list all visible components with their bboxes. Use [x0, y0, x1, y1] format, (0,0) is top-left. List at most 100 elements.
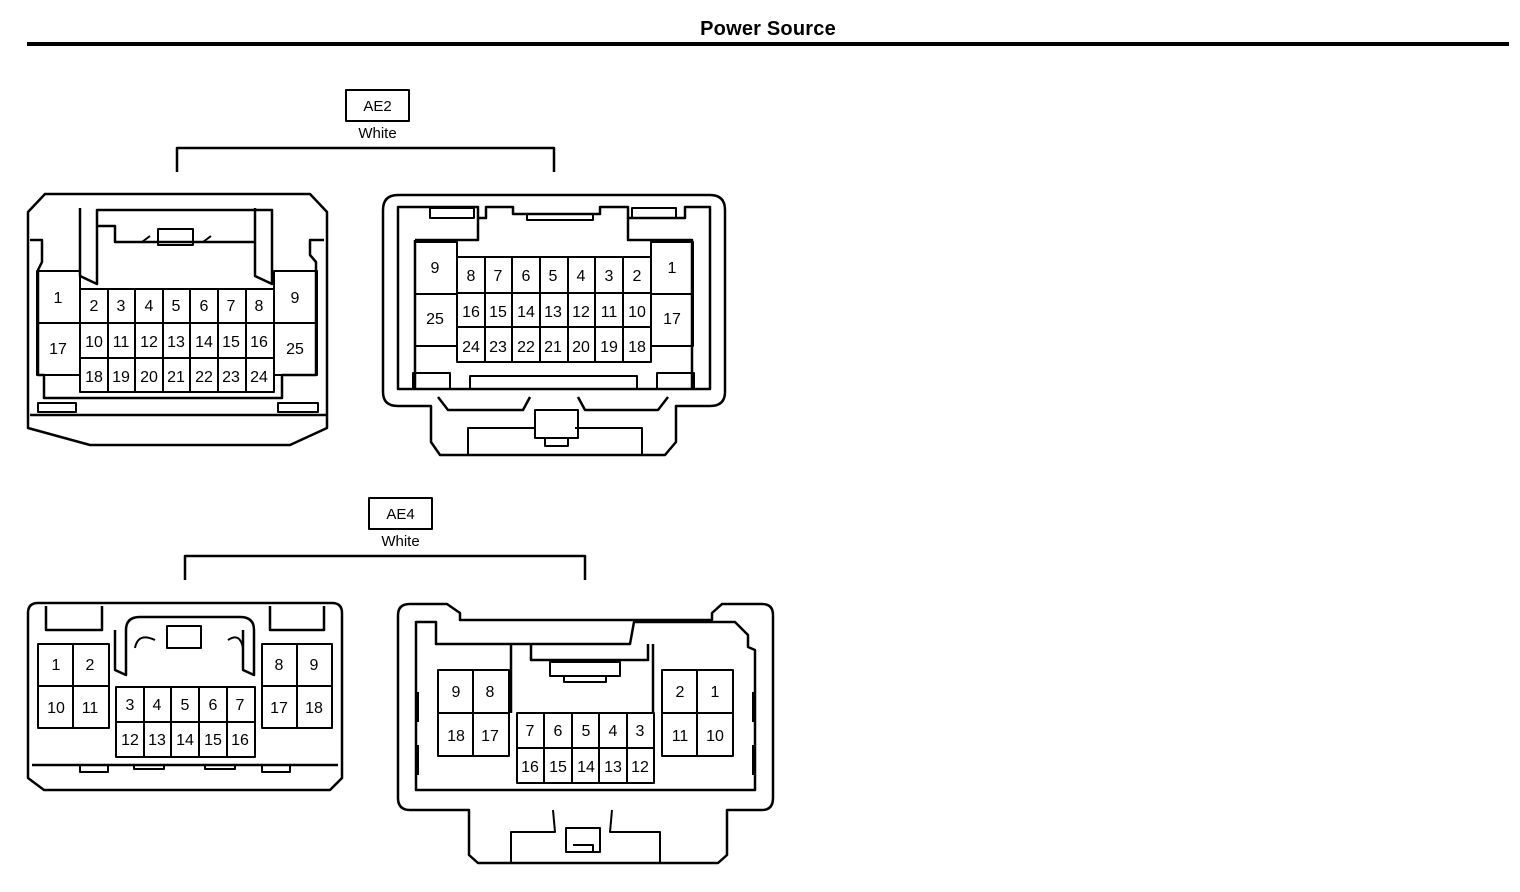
pin-label: 17: [49, 341, 67, 358]
pin-label: 10: [628, 304, 646, 321]
pin-label: 2: [86, 657, 95, 674]
pin-label: 2: [676, 684, 685, 701]
pin-label: 1: [668, 260, 677, 277]
pin-label: 6: [554, 723, 563, 740]
pin-label: 16: [462, 304, 480, 321]
pin-label: 2: [633, 268, 642, 285]
pin-label: 15: [549, 759, 567, 776]
housing-outline: [396, 602, 775, 865]
housing-inner: [30, 238, 324, 400]
pin-label: 25: [286, 341, 304, 358]
ae4-right-view: [396, 602, 775, 865]
inner-walls: [509, 644, 655, 713]
pin-label: 17: [663, 311, 681, 328]
pin-label: 3: [636, 723, 645, 740]
ae2-right-view: [381, 193, 727, 457]
housing-bottom-tabs: [79, 766, 291, 773]
pin-label: 3: [605, 268, 614, 285]
pin-label: 5: [582, 723, 591, 740]
pin-label: 9: [310, 657, 319, 674]
view-bracket: [183, 554, 587, 580]
housing-outline: [26, 192, 329, 447]
pin-label: 8: [467, 268, 476, 285]
pin-label: 16: [231, 732, 249, 749]
pin-label: 12: [140, 334, 158, 351]
lock-tab: [157, 228, 194, 246]
pin-label: 1: [54, 290, 63, 307]
pin-label: 15: [204, 732, 222, 749]
pin-label: 19: [600, 339, 618, 356]
connector-color: White: [358, 125, 396, 142]
housing-outline: [26, 601, 344, 792]
housing-inner: [44, 606, 326, 632]
pin-label: 20: [140, 369, 158, 386]
connector-code: AE4: [386, 506, 414, 523]
connector-code: AE2: [363, 98, 391, 115]
pin-label: 10: [85, 334, 103, 351]
pin-label: 4: [609, 723, 618, 740]
page-title: Power Source: [700, 18, 836, 40]
pin-label: 9: [291, 290, 300, 307]
side-slots: [417, 692, 754, 775]
lock-tab: [166, 625, 202, 649]
pin-label: 11: [672, 728, 689, 745]
pin-label: 11: [601, 304, 618, 321]
pin-label: 7: [494, 268, 503, 285]
pin-label: 7: [227, 298, 236, 315]
lock-frame: [78, 208, 274, 286]
view-bracket: [175, 146, 556, 172]
pin-label: 21: [544, 339, 562, 356]
pin-label: 1: [52, 657, 61, 674]
pin-label: 4: [145, 298, 154, 315]
pin-label: 14: [195, 334, 213, 351]
pin-label: 15: [222, 334, 240, 351]
pin-label: 7: [236, 697, 245, 714]
pin-label: 18: [305, 700, 323, 717]
pin-label: 8: [255, 298, 264, 315]
pin-label: 23: [489, 339, 507, 356]
pin-label: 21: [167, 369, 185, 386]
bottom-slots: [412, 372, 695, 390]
pin-label: 17: [481, 728, 499, 745]
pin-label: 13: [167, 334, 185, 351]
pin-label: 3: [117, 298, 126, 315]
connector-tag-box: [368, 497, 433, 530]
latch-base: [437, 396, 669, 412]
pin-label: 14: [517, 304, 535, 321]
pin-label: 15: [489, 304, 507, 321]
title-rule: [27, 42, 1509, 46]
connector-tag-box: [345, 89, 410, 122]
pin-label: 11: [82, 700, 99, 717]
pin-label: 16: [250, 334, 268, 351]
pin-label: 22: [517, 339, 535, 356]
pin-label: 10: [47, 700, 65, 717]
lock-frame: [113, 615, 256, 677]
housing-inner: [396, 205, 712, 391]
pin-label: 18: [447, 728, 465, 745]
housing-bottom-tabs: [37, 402, 319, 413]
pin-label: 9: [431, 260, 440, 277]
pin-label: 14: [176, 732, 194, 749]
pin-label: 12: [631, 759, 649, 776]
pin-label: 17: [270, 700, 288, 717]
pin-label: 8: [486, 684, 495, 701]
housing-outline: [381, 193, 727, 457]
connector-ae2: AE2 White: [26, 89, 727, 457]
pin-label: 24: [250, 369, 268, 386]
ae2-left-view: [26, 192, 329, 447]
lock-inner: [97, 224, 255, 244]
ae4-left-view: [26, 601, 344, 792]
pin-label: 1: [711, 684, 720, 701]
latch-body: [467, 409, 643, 455]
pin-label: 5: [181, 697, 190, 714]
top-notch: [549, 661, 621, 683]
pin-label: 12: [121, 732, 139, 749]
pin-label: 5: [549, 268, 558, 285]
housing-inner: [414, 620, 757, 792]
pin-label: 7: [526, 723, 535, 740]
pin-label: 14: [577, 759, 595, 776]
pin-label: 24: [462, 339, 480, 356]
pin-label: 11: [113, 334, 130, 351]
